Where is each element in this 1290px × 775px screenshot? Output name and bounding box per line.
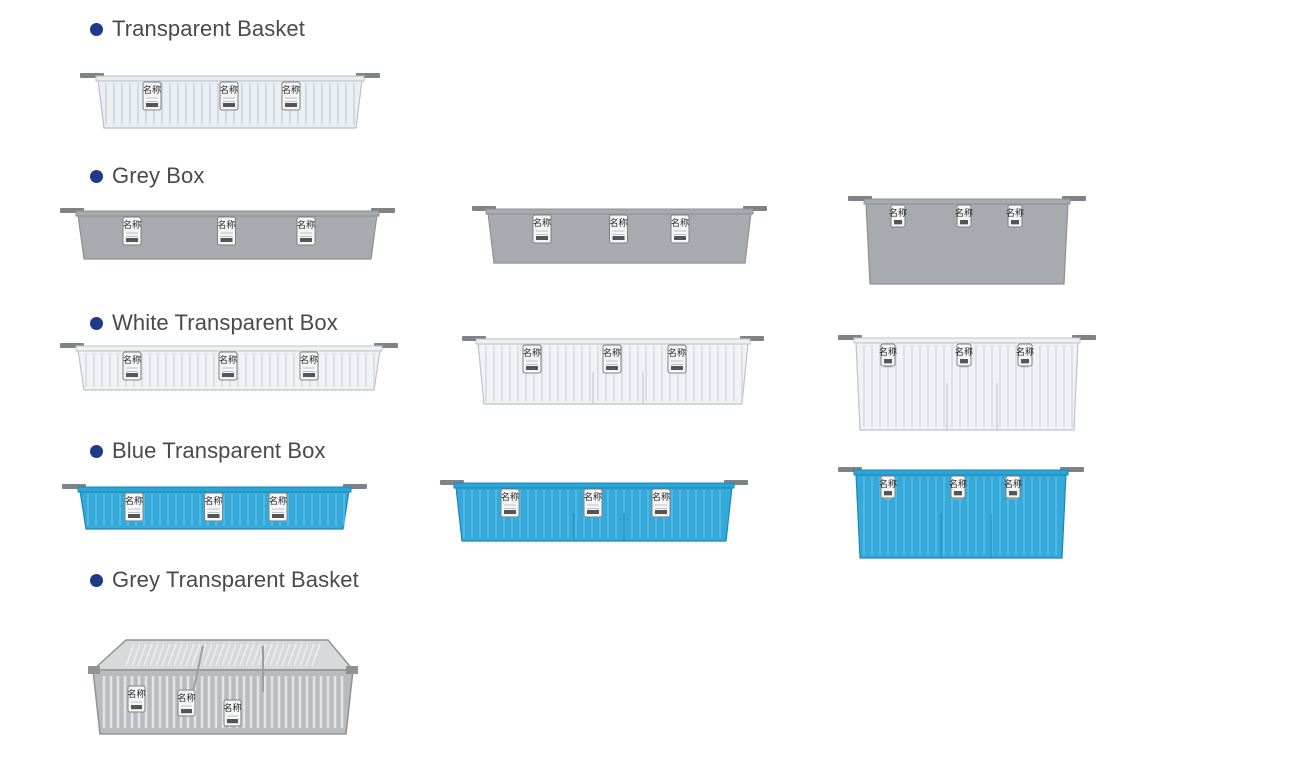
- label-tag-text: 名称: [889, 207, 907, 219]
- label-tag-text: 名称: [217, 219, 235, 231]
- label-tag-text: 名称: [1006, 207, 1024, 219]
- section-heading-grey-transparent-basket: Grey Transparent Basket: [90, 567, 359, 593]
- label-tag: 名称: [217, 216, 236, 246]
- section-title: Grey Transparent Basket: [112, 567, 359, 592]
- section-heading-white-transparent-box: White Transparent Box: [90, 310, 338, 336]
- label-tag-text: 名称: [879, 478, 897, 490]
- label-tag-text: 名称: [300, 354, 318, 366]
- product-image-grey-box-medium: 名称 名称 名称: [472, 203, 767, 267]
- label-tag-text: 名称: [177, 692, 195, 704]
- label-tag: 名称: [122, 216, 142, 246]
- label-tag: 名称: [955, 204, 973, 229]
- section-title: Grey Box: [112, 163, 205, 188]
- label-tag: 名称: [879, 475, 897, 500]
- product-image-blue-transparent-box-deep: 名称 名称 名称: [838, 464, 1084, 562]
- bullet-icon: [90, 444, 103, 458]
- label-tag-text: 名称: [125, 495, 143, 507]
- product-image-grey-transparent-basket: 名称名称名称: [88, 632, 358, 742]
- label-tag: 名称: [299, 351, 319, 381]
- product-image-transparent-basket: 名称 名称 名称: [80, 70, 380, 132]
- label-tag-text: 名称: [204, 495, 222, 507]
- label-tag: 名称: [281, 81, 301, 111]
- label-tag-text: 名称: [671, 217, 689, 229]
- label-tag: 名称: [268, 492, 288, 522]
- label-tag: 名称: [142, 81, 162, 111]
- section-title: Transparent Basket: [112, 16, 305, 41]
- label-tag: 名称: [219, 81, 239, 111]
- label-tag-text: 名称: [123, 219, 141, 231]
- label-tag: 名称: [609, 214, 628, 244]
- section-heading-transparent-basket: Transparent Basket: [90, 16, 305, 42]
- label-tag: 名称: [1006, 204, 1024, 229]
- label-tag-text: 名称: [220, 84, 238, 96]
- label-tag-text: 名称: [1004, 478, 1022, 490]
- label-tag-text: 名称: [1016, 346, 1034, 358]
- label-tag: 名称: [651, 488, 671, 518]
- label-tag-text: 名称: [127, 688, 145, 700]
- bullet-icon: [90, 22, 103, 36]
- product-image-grey-box-shallow: 名称 名称 名称: [60, 205, 395, 263]
- label-tag: 名称: [296, 216, 316, 246]
- label-tag: 名称: [583, 488, 603, 518]
- product-image-blue-transparent-box-shallow: 名称 名称 名称: [62, 481, 367, 533]
- label-tag: 名称: [602, 344, 622, 374]
- label-tag-text: 名称: [219, 354, 237, 366]
- label-tag-text: 名称: [603, 347, 621, 359]
- label-tag: 名称: [667, 344, 687, 374]
- product-image-blue-transparent-box-medium: 名称 名称 名称: [440, 477, 748, 545]
- label-tag-text: 名称: [955, 346, 973, 358]
- label-tag: 名称: [218, 351, 238, 381]
- product-image-white-transparent-box-deep: 名称 名称 名称: [838, 332, 1096, 434]
- label-tag: 名称: [670, 214, 690, 244]
- label-tag-text: 名称: [523, 347, 541, 359]
- label-tag: 名称: [889, 204, 907, 229]
- label-tag-text: 名称: [297, 219, 315, 231]
- section-title: Blue Transparent Box: [112, 438, 326, 463]
- label-tag: 名称: [223, 699, 242, 727]
- label-tag: 名称: [949, 475, 967, 500]
- label-tag-text: 名称: [123, 354, 141, 366]
- label-tag: 名称: [177, 689, 196, 717]
- label-tag-text: 名称: [879, 346, 897, 358]
- label-tag: 名称: [127, 685, 146, 713]
- label-tag-text: 名称: [143, 84, 161, 96]
- label-tag-text: 名称: [501, 491, 519, 503]
- section-heading-blue-transparent-box: Blue Transparent Box: [90, 438, 326, 464]
- label-tag: 名称: [879, 343, 897, 368]
- label-tag-text: 名称: [282, 84, 300, 96]
- section-title: White Transparent Box: [112, 310, 338, 335]
- label-tag: 名称: [122, 351, 142, 381]
- label-tag: 名称: [124, 492, 144, 522]
- label-tag-text: 名称: [269, 495, 287, 507]
- product-image-white-transparent-box-medium: 名称 名称 名称: [462, 333, 764, 408]
- label-tag-text: 名称: [668, 347, 686, 359]
- label-tag: 名称: [955, 343, 973, 368]
- product-image-white-transparent-box-shallow: 名称 名称 名称: [60, 340, 398, 394]
- label-tag-text: 名称: [223, 702, 241, 714]
- label-tag: 名称: [500, 488, 520, 518]
- label-tag-text: 名称: [533, 217, 551, 229]
- section-heading-grey-box: Grey Box: [90, 163, 205, 189]
- label-tag-text: 名称: [955, 207, 973, 219]
- bullet-icon: [90, 573, 103, 587]
- label-tag-text: 名称: [609, 217, 627, 229]
- label-tag-text: 名称: [584, 491, 602, 503]
- label-tag-text: 名称: [652, 491, 670, 503]
- label-tag: 名称: [522, 344, 542, 374]
- label-tag: 名称: [204, 492, 223, 522]
- label-tag: 名称: [532, 214, 552, 244]
- bullet-icon: [90, 316, 103, 330]
- product-image-grey-box-deep: 名称 名称 名称: [848, 193, 1086, 288]
- label-tag-text: 名称: [949, 478, 967, 490]
- label-tag: 名称: [1004, 475, 1022, 500]
- label-tag: 名称: [1016, 343, 1034, 368]
- bullet-icon: [90, 169, 103, 183]
